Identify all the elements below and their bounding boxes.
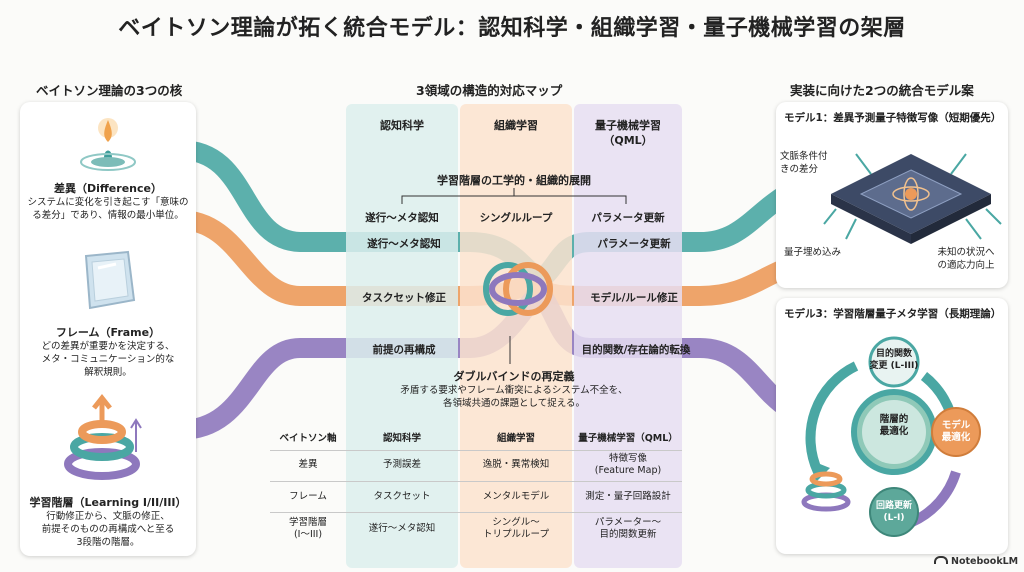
model1-label-adaptation: 未知の状況へ の適応力向上	[937, 247, 995, 271]
brand-logo-icon	[934, 556, 948, 564]
quantum-chip-icon	[823, 153, 1002, 244]
model3-node-circuit: 回路更新 (L-I)	[875, 501, 912, 523]
double-bind-desc-2: 各領域共通の課題として捉える。	[443, 398, 585, 409]
double-bind-knot-icon	[483, 262, 553, 316]
table-row-label: 差異	[298, 459, 318, 470]
hierarchy-bracket	[401, 188, 627, 204]
table-cell: タスクセット	[373, 491, 431, 502]
table-header-row: ベイトソン軸 認知科学 組織学習 量子機械学習（QML）	[270, 428, 682, 450]
model1-label-context: 文脈条件付 きの差分	[780, 151, 828, 175]
model1-label-embedding: 量子埋め込み	[784, 247, 842, 258]
table-row: 差異 予測誤差 逸脱・異常検知 特徴写像 (Feature Map)	[270, 451, 682, 481]
column-qml	[574, 104, 682, 568]
table-header: 認知科学	[382, 433, 421, 444]
hierarchy-label-cognitive: 遂行〜メタ認知	[365, 212, 439, 224]
table-divider	[270, 512, 682, 513]
band-label-left-1: 遂行〜メタ認知	[367, 238, 441, 250]
table-cell: 特徴写像 (Feature Map)	[594, 453, 662, 476]
table-cell: メンタルモデル	[482, 491, 550, 502]
item-desc: システムに変化を引き起こす「意味の	[27, 197, 189, 208]
table-cell: パラメーター〜 目的関数更新	[594, 517, 662, 540]
page-title: ベイトソン理論が拓く統合モデル：認知科学・組織学習・量子機械学習の架層	[118, 16, 906, 41]
brand-name: NotebookLM	[951, 556, 1019, 567]
item-desc: 解釈規則。	[84, 367, 132, 378]
band-label-left-3: 前提の再構成	[372, 344, 436, 356]
table-cell: 逸脱・異常検知	[482, 459, 550, 470]
double-bind-desc-1: 矛盾する要求やフレーム衝突によるシステム不全を、	[400, 385, 628, 396]
item-desc: 前提そのものの再構成へと至る	[41, 524, 175, 535]
item-desc: 3段階の階層。	[76, 537, 140, 548]
table-divider	[270, 450, 682, 451]
table-header: ベイトソン軸	[279, 433, 337, 444]
column-header-cognitive: 認知科学	[380, 119, 424, 132]
model3-panel: モデル3：学習階層量子メタ学習（長期理論） 階層的 最適化 目的関数 変更 (L…	[776, 298, 1008, 554]
model1-title: モデル1：差異予測量子特徴写像（短期優先）	[784, 112, 1002, 124]
brand-label: NotebookLM	[934, 556, 1018, 567]
table-header: 量子機械学習（QML）	[578, 433, 678, 444]
table-cell: 予測誤差	[382, 459, 421, 470]
item-title-learning: 学習階層（Learning I/II/III）	[29, 496, 187, 509]
glass-frame-icon	[84, 250, 136, 310]
item-desc: どの差異が重要かを決定する、	[41, 341, 175, 352]
band-label-right-3: 目的関数/存在論的転換	[581, 344, 691, 356]
column-header-qml: 量子機械学習 （QML）	[595, 119, 661, 147]
hierarchy-label-organizational: シングルループ	[479, 212, 553, 224]
table-cell: 測定・量子回路設計	[585, 491, 671, 502]
knot-connector	[509, 336, 511, 364]
table-row: フレーム タスクセット メンタルモデル 測定・量子回路設計	[270, 482, 682, 512]
item-title-difference: 差異（Difference）	[54, 182, 162, 195]
column-header-organizational: 組織学習	[494, 119, 538, 132]
model3-node-model: モデル 最適化	[941, 420, 971, 443]
item-desc: る差分」であり、情報の最小単位。	[32, 210, 184, 221]
water-drop-icon	[80, 118, 136, 171]
table-cell: 遂行〜メタ認知	[368, 523, 436, 534]
band-label-right-1: パラメータ更新	[597, 238, 671, 250]
band-label-left-2: タスクセット修正	[362, 292, 446, 304]
model3-node-objective: 目的関数 変更 (L-III)	[869, 349, 919, 371]
table-row-label: フレーム	[289, 491, 327, 502]
item-title-frame: フレーム（Frame）	[55, 326, 161, 339]
table-row-label: 学習階層 (I〜III)	[288, 517, 327, 540]
model3-title: モデル3：学習階層量子メタ学習（長期理論）	[784, 308, 1002, 320]
hierarchy-label-qml: パラメータ更新	[591, 212, 665, 224]
right-heading: 実装に向けた2つの統合モデル案	[790, 83, 974, 98]
left-panel: 差異（Difference） システムに変化を引き起こす「意味の る差分」であり…	[20, 102, 196, 556]
item-desc: 行動修正から、文脈の修正、	[46, 511, 170, 522]
item-desc: メタ・コミュニケーション的な	[41, 354, 175, 365]
column-cognitive	[346, 104, 458, 568]
hierarchy-title: 学習階層の工学的・組織的展開	[437, 174, 591, 187]
double-bind-title: ダブルバインドの再定義	[453, 370, 575, 383]
model1-panel: モデル1：差異予測量子特徴写像（短期優先） 文脈条件付 きの差分 量子埋め込み …	[776, 102, 1008, 288]
learning-spiral-icon	[64, 393, 142, 480]
table-divider	[270, 481, 682, 482]
column-organizational	[460, 104, 572, 568]
model3-center-label: 階層的 最適化	[879, 414, 909, 437]
center-heading: 3領域の構造的対応マップ	[416, 83, 563, 98]
left-heading: ベイトソン理論の3つの核	[36, 83, 183, 98]
table-header: 組織学習	[496, 433, 535, 444]
table-row: 学習階層 (I〜III) 遂行〜メタ認知 シングル〜 トリプルループ パラメータ…	[270, 513, 682, 545]
band-label-right-2: モデル/ルール修正	[590, 292, 678, 304]
mapping-table: ベイトソン軸 認知科学 組織学習 量子機械学習（QML） 差異 予測誤差 逸脱・…	[270, 428, 682, 545]
meta-learning-cycle	[801, 336, 981, 537]
table-cell: シングル〜 トリプルループ	[483, 517, 549, 540]
